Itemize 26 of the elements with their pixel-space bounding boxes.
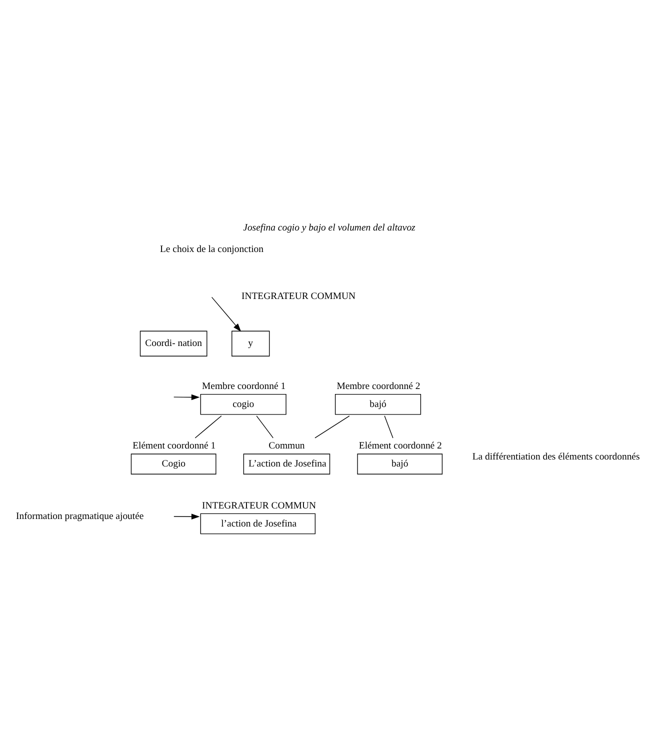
connector [256, 415, 274, 438]
node-label: INTEGRATEUR COMMUN [202, 500, 316, 511]
node-label: Membre coordonné 2 [336, 380, 420, 392]
label: Le choix de la conjonction [160, 243, 264, 254]
label: La différentiation des éléments coordonnés [472, 450, 640, 462]
arrow [174, 513, 200, 520]
node-box: bajó [334, 393, 422, 414]
node-box: l’action de Josefina [200, 512, 316, 534]
connector [194, 415, 222, 438]
label: INTEGRATEUR COMMUN [242, 290, 356, 302]
node-label: Commun [268, 440, 305, 452]
arrow [211, 296, 242, 332]
node-box: y [232, 330, 270, 356]
node-box: Coordi- nation [140, 330, 208, 356]
node-label: Elément coordonné 1 [132, 440, 216, 452]
diagram-title: Josefina cogio y bajo el volumen del altavoz [243, 222, 416, 234]
label: Information pragmatique ajoutée [16, 510, 144, 522]
connector [314, 415, 350, 438]
node-box: L’action de Josefina [243, 453, 330, 474]
node-box: Cogio [130, 453, 216, 474]
node-label: Membre coordonné 1 [202, 380, 286, 392]
connector [384, 415, 394, 438]
node-box: cogio [200, 393, 286, 414]
node-label: Elément coordonné 2 [358, 440, 442, 452]
node-box: bajó [357, 453, 443, 474]
arrow [174, 394, 200, 400]
